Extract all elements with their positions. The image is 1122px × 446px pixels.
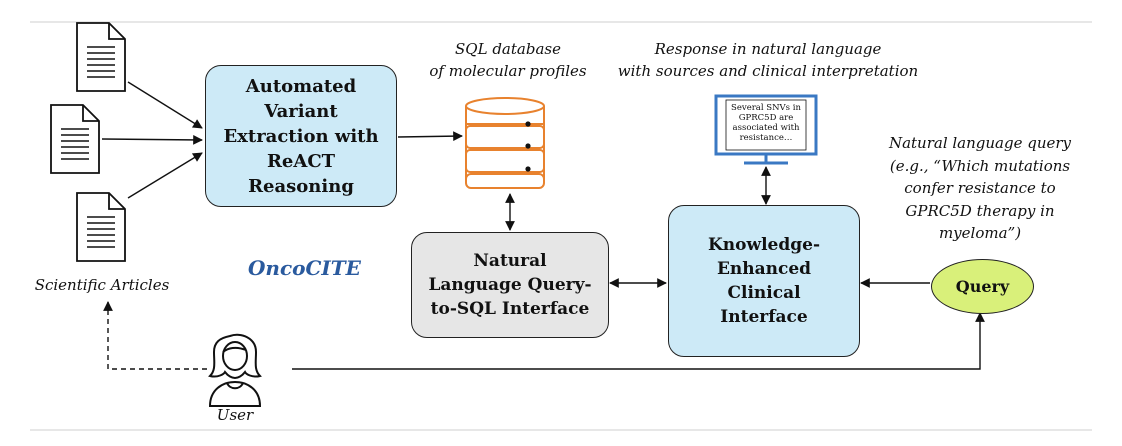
response-label-line-1: Response in natural language xyxy=(654,40,882,58)
monitor-line-4: resistance… xyxy=(739,133,793,143)
response-label: Response in natural language with source… xyxy=(598,38,938,82)
query-node-label: Query xyxy=(955,277,1010,296)
document-icon xyxy=(76,22,126,92)
clinical-box: Knowledge-Enhanced Clinical Interface xyxy=(668,205,860,357)
arrow-user-query xyxy=(292,312,985,370)
arrow-extraction-database xyxy=(397,131,463,142)
document-icon xyxy=(76,192,126,262)
arrow-user-articles xyxy=(103,301,207,370)
extraction-box-label: Automated Variant Extraction with ReACT … xyxy=(223,75,379,197)
query-example-line-4: GPRC5D therapy in xyxy=(905,201,1055,220)
arrow-doc3-extraction xyxy=(127,152,203,199)
monitor-line-3: associated with xyxy=(732,123,800,133)
monitor-icon xyxy=(714,94,818,165)
database-label: SQL database of molecular profiles xyxy=(418,38,598,82)
monitor-text: Several SNVs in GPRC5D are associated wi… xyxy=(728,103,804,143)
clinical-box-label: Knowledge-Enhanced Clinical Interface xyxy=(707,235,821,327)
nl2sql-box: Natural Language Query-to-SQL Interface xyxy=(411,232,609,338)
query-node: Query xyxy=(931,259,1034,314)
query-example-line-5: myeloma”) xyxy=(938,224,1022,242)
monitor-line-2: GPRC5D are xyxy=(738,113,794,123)
query-example-line-3: confer resistance to xyxy=(904,179,1056,197)
user-label: User xyxy=(216,406,254,424)
document-icon xyxy=(50,104,100,174)
monitor-line-1: Several SNVs in xyxy=(731,103,801,113)
articles-label: Scientific Articles xyxy=(34,276,170,294)
query-example-line-1: Natural language query xyxy=(888,134,1072,152)
nl2sql-box-label: Natural Language Query-to-SQL Interface xyxy=(428,251,592,319)
query-example-line-2: (e.g., “Which mutations xyxy=(889,156,1071,175)
user-icon xyxy=(208,333,262,407)
database-label-line-2: of molecular profiles xyxy=(429,62,587,80)
brand-title: OncoCITE xyxy=(248,256,361,280)
arrow-doc1-extraction xyxy=(127,81,203,129)
extraction-box: Automated Variant Extraction with ReACT … xyxy=(205,65,397,207)
database-icon xyxy=(465,97,545,189)
query-example-label: Natural language query (e.g., “Which mut… xyxy=(868,132,1092,245)
database-label-line-1: SQL database xyxy=(455,40,561,58)
arrow-doc2-extraction xyxy=(101,135,203,145)
response-label-line-2: with sources and clinical interpretation xyxy=(617,62,919,80)
